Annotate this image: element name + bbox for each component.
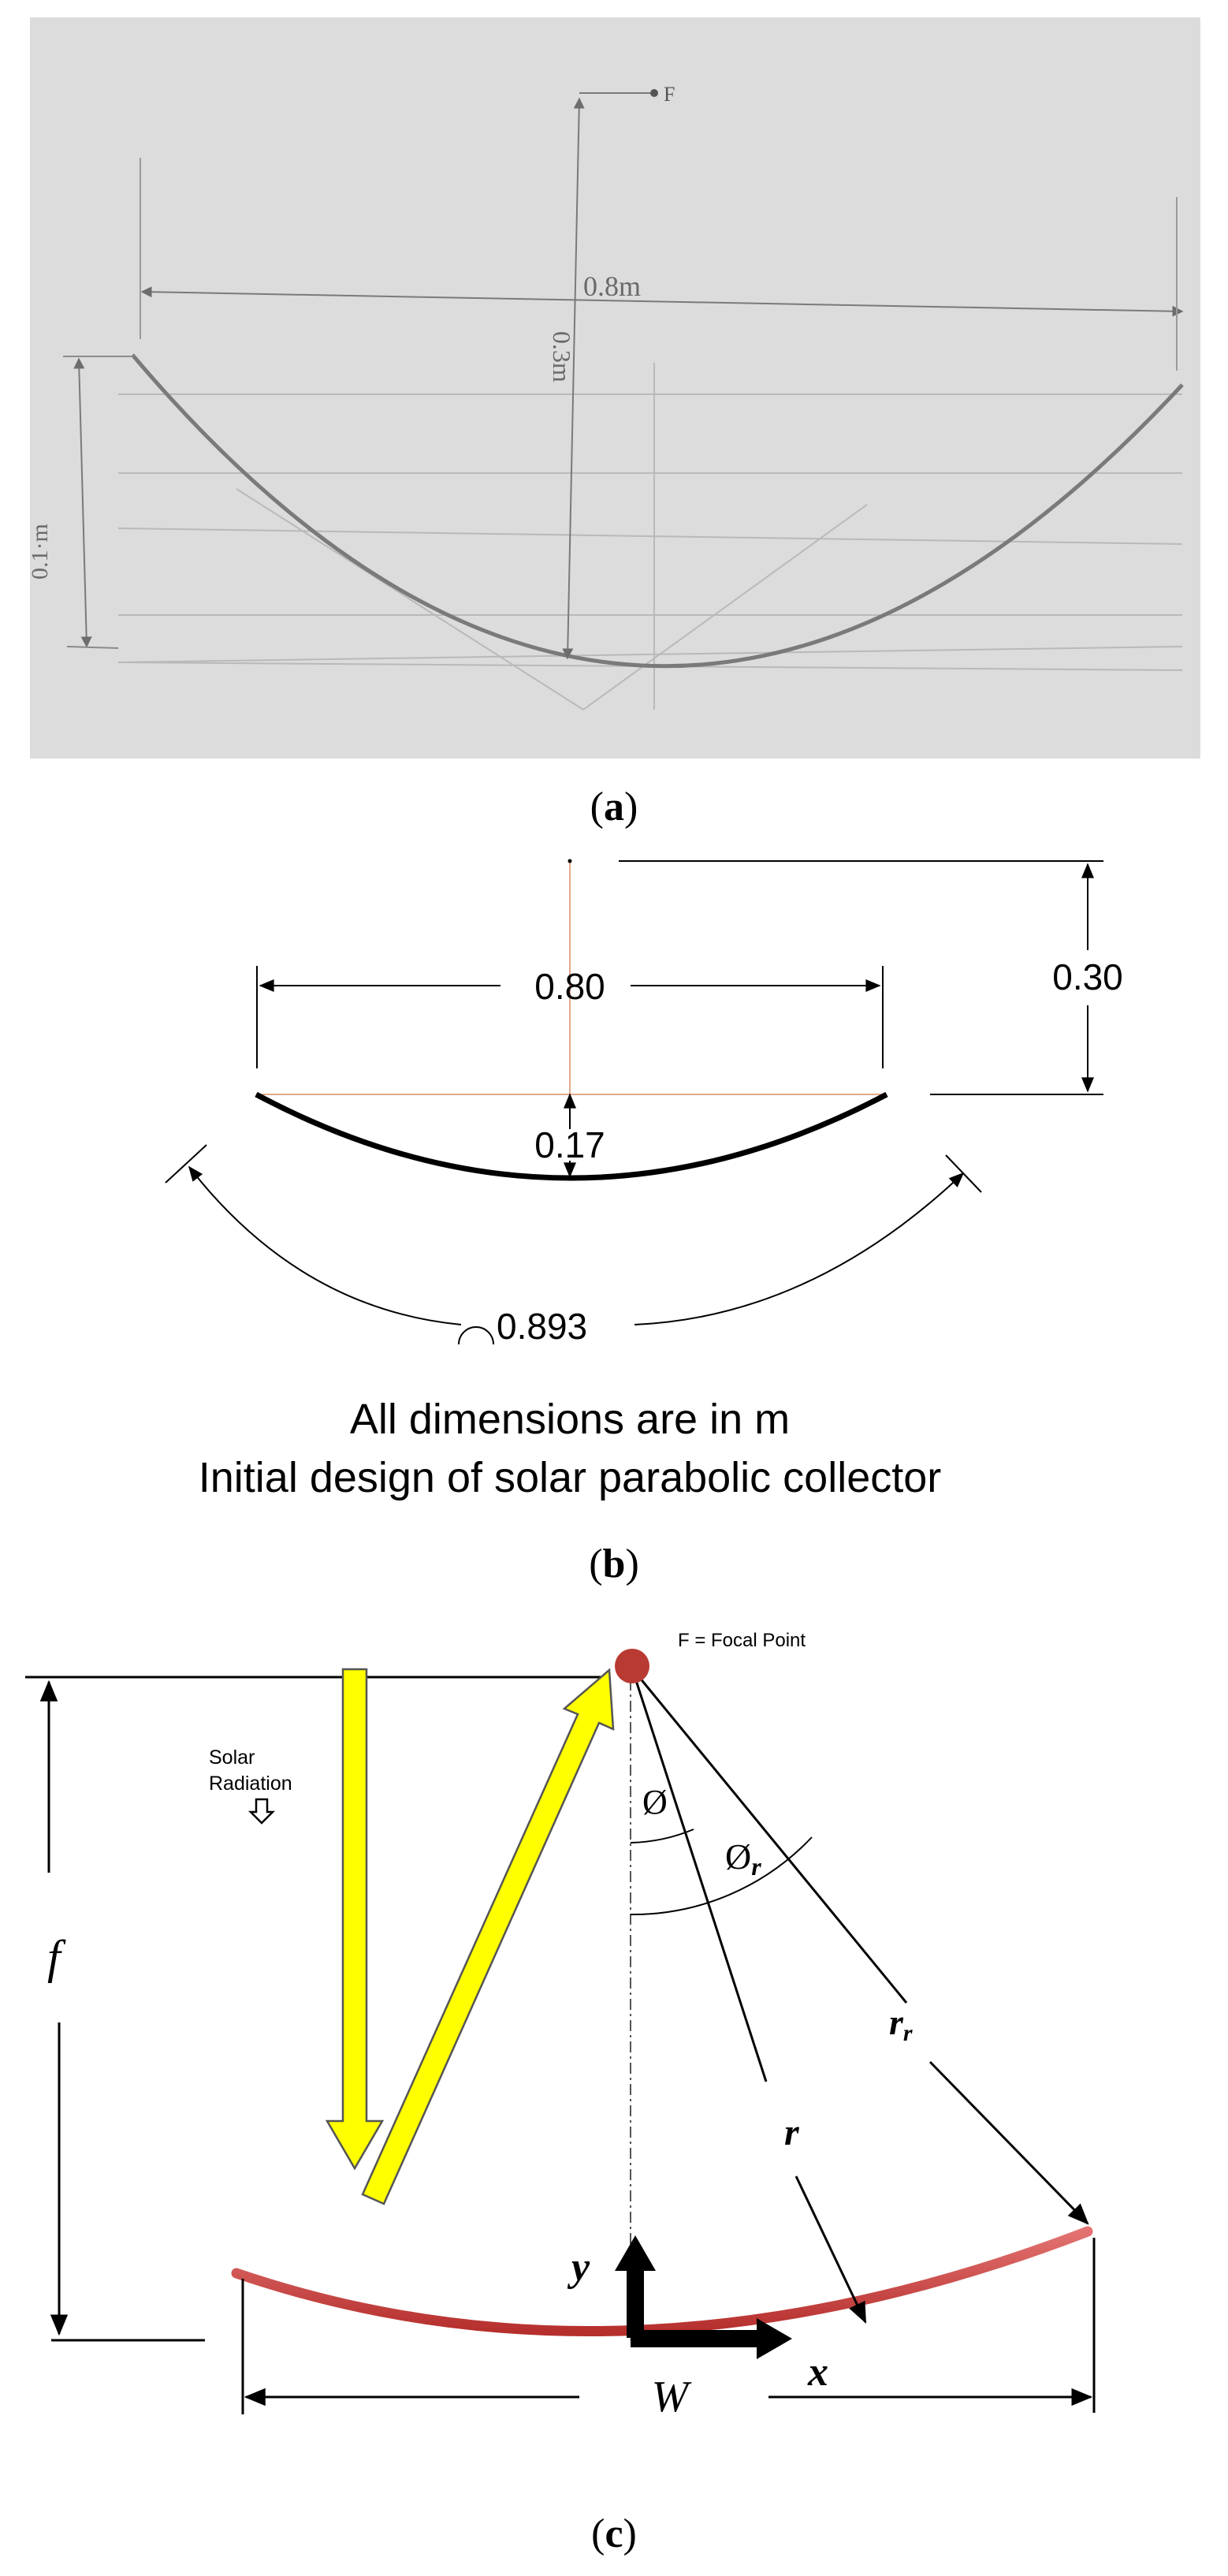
width-dimension-line xyxy=(140,286,1184,317)
parabola-sketch xyxy=(131,353,1184,669)
panel-c-geometry: f Solar Radiation Ø Ør rr r F = Focal Po… xyxy=(0,1601,1228,2576)
phi-label: Ø xyxy=(642,1783,668,1821)
units-note: All dimensions are in m xyxy=(350,1396,790,1443)
w-label: W xyxy=(652,2373,692,2421)
incident-ray xyxy=(325,1668,385,2171)
width-label: 0.80 xyxy=(534,966,605,1007)
sketch-center-label: 0.3m xyxy=(548,331,576,382)
focal-dot xyxy=(650,89,658,97)
reflected-ray xyxy=(361,1668,615,2205)
panel-b-svg: 0.80 0.30 0.17 0.893 All dimensions are … xyxy=(165,859,1123,1586)
panel-a-sketch: 0.8m F 0.3m 0.1·m (a) xyxy=(0,0,1228,852)
parabolic-trough xyxy=(231,2226,1093,2337)
caption-b: (b) xyxy=(589,1541,639,1586)
phi-r-label: Ør xyxy=(725,1836,761,1881)
r-label: r xyxy=(784,2112,800,2153)
paper-photo xyxy=(30,17,1200,759)
caption-c: (c) xyxy=(591,2511,637,2556)
design-note: Initial design of solar parabolic collec… xyxy=(199,1454,942,1501)
rr-label: rr xyxy=(889,2002,913,2046)
arc-dim-left xyxy=(188,1165,462,1325)
x-axis-arrow xyxy=(631,2318,792,2359)
panel-b-cad-drawing: 0.80 0.30 0.17 0.893 All dimensions are … xyxy=(0,852,1228,1601)
depth-dimension-line xyxy=(73,357,92,648)
sketch-depth-label: 0.1·m xyxy=(27,524,53,580)
depth-label: 0.17 xyxy=(534,1124,605,1165)
ray-r-lower xyxy=(794,2175,867,2324)
solar-label-line1: Solar xyxy=(209,1747,255,1769)
panel-c-svg: f Solar Radiation Ø Ør rr r F = Focal Po… xyxy=(25,1630,1096,2556)
y-axis-arrow xyxy=(615,2235,656,2338)
sketch-focal-label: F xyxy=(664,83,675,106)
arc-dim-right xyxy=(634,1172,965,1325)
arc-label: 0.893 xyxy=(497,1306,587,1347)
focal-height-line xyxy=(562,97,585,660)
ray-rr-lower xyxy=(928,2060,1089,2225)
sketch-width-label: 0.8m xyxy=(583,270,641,302)
y-label: y xyxy=(567,2245,590,2290)
f-label: f xyxy=(47,1931,66,1983)
arc-length-symbol xyxy=(458,1326,494,1345)
focal-point-dot xyxy=(615,1649,649,1683)
panel-a-svg: 0.8m F 0.3m 0.1·m (a) xyxy=(27,17,1200,829)
caption-a: (a) xyxy=(590,785,638,829)
ray-rr-upper xyxy=(631,1668,908,2004)
phi-arc xyxy=(630,1829,694,1843)
x-label: x xyxy=(807,2350,828,2395)
ray-r-upper xyxy=(631,1668,768,2082)
down-arrow-icon xyxy=(247,1798,276,1825)
focal-point-label: F = Focal Point xyxy=(678,1630,806,1651)
parabola-profile xyxy=(255,1091,888,1181)
phi-r-arc xyxy=(630,1836,813,1916)
solar-label-line2: Radiation xyxy=(209,1773,292,1795)
height-label: 0.30 xyxy=(1052,956,1123,997)
